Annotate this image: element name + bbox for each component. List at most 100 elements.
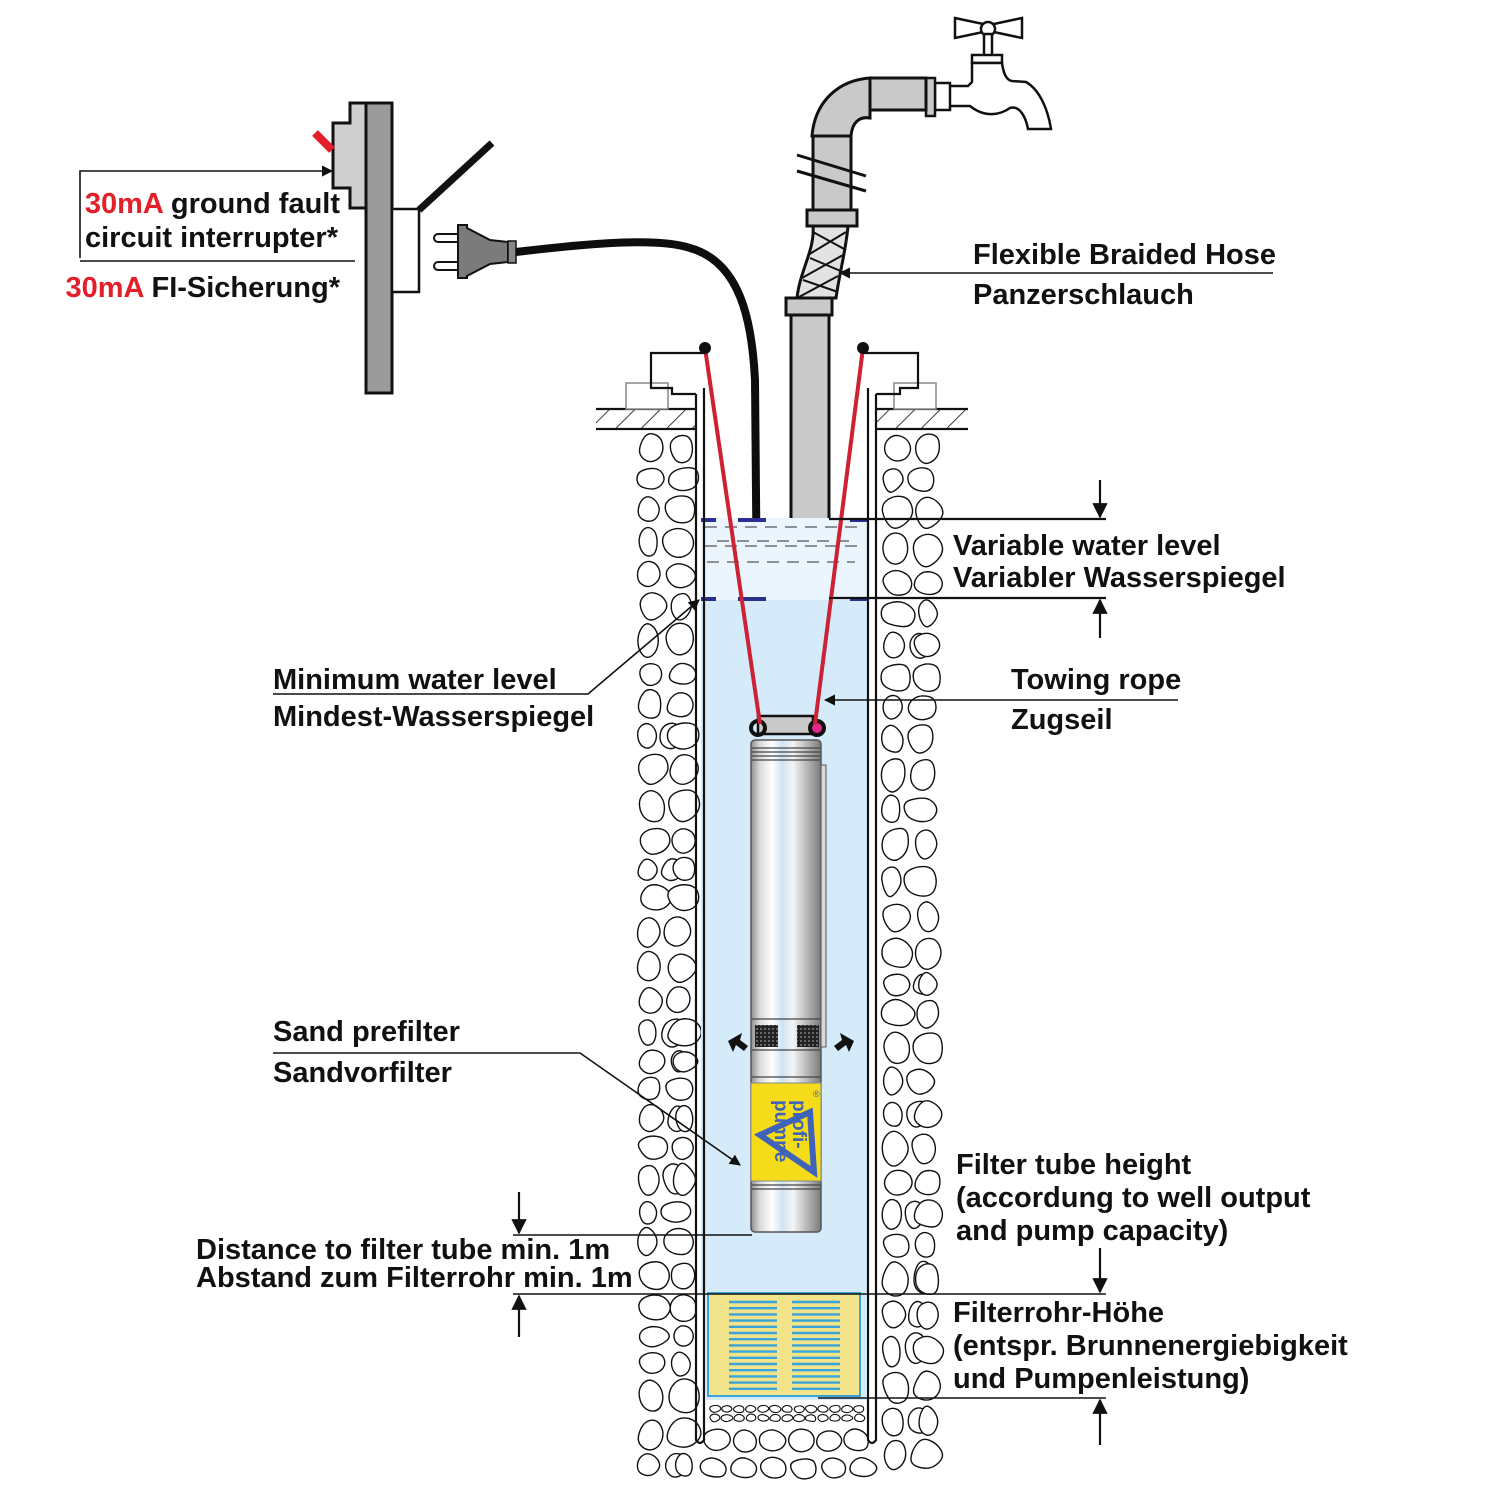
- gravel-stone: [882, 468, 904, 493]
- gravel-stone: [672, 1162, 697, 1197]
- gravel-stone: [672, 1051, 699, 1073]
- gravel-stone: [665, 563, 697, 589]
- gravel-stone: [665, 1077, 694, 1101]
- gravel-stone: [638, 1379, 664, 1412]
- well-casing: [694, 388, 878, 1445]
- gravel-stone: [881, 937, 914, 969]
- gravel-stone: [880, 998, 916, 1027]
- rope-anchor-left: [699, 342, 711, 354]
- gravel-stone: [883, 1169, 913, 1196]
- gravel-stone: [661, 527, 695, 559]
- gravel-bottom: [699, 1404, 878, 1480]
- socket-cover-flap: [416, 140, 495, 213]
- gravel-stone: [903, 797, 938, 823]
- gravel-stone: [638, 1103, 665, 1133]
- gravel-stone: [912, 663, 941, 693]
- gravel-stone: [669, 1294, 697, 1323]
- gravel-stone: [663, 1227, 695, 1256]
- gravel-stone: [669, 434, 694, 464]
- gravel-stone: [883, 1439, 907, 1471]
- gravel-stone: [672, 856, 696, 881]
- gravel-stone: [670, 1351, 691, 1377]
- distance-callout: Distance to filter tube min. 1m Abstand …: [196, 1192, 1106, 1337]
- gravel-stone: [881, 1300, 907, 1329]
- gravel-stone: [914, 1169, 941, 1196]
- gravel-stone: [709, 1404, 722, 1413]
- gravel-stone: [757, 1404, 770, 1413]
- gravel-stone: [636, 1453, 661, 1477]
- filter-tube-height-callout: Filter tube height (accordung to well ou…: [818, 1149, 1348, 1445]
- filter-tube-label-de-1: Filterrohr-Höhe: [953, 1297, 1164, 1329]
- gravel-stone: [911, 1133, 937, 1165]
- power-cable: [515, 238, 762, 721]
- gravel-stone: [853, 1413, 866, 1423]
- gravel-stone: [666, 692, 694, 718]
- variable-level-label-en: Variable water level: [953, 530, 1221, 562]
- gravel-stone: [882, 973, 911, 997]
- filter-tube-label-de-2: (entspr. Brunnenergiebigkeit: [953, 1330, 1348, 1362]
- gravel-stone: [849, 1456, 878, 1478]
- gravel-stone: [907, 724, 934, 754]
- gravel-stone: [913, 632, 941, 658]
- submersible-pump: profi- pumpe ®: [749, 714, 827, 1233]
- wall-panel: [364, 101, 394, 395]
- gravel-stone: [916, 1301, 939, 1330]
- gravel-stone: [917, 599, 939, 628]
- gfci-callout: 30mA ground fault circuit interrupter* 3…: [66, 165, 355, 304]
- gravel-stone: [881, 827, 910, 862]
- gravel-stone: [914, 937, 942, 970]
- gravel-stone: [668, 1378, 700, 1414]
- sand-prefilter-label-en: Sand prefilter: [273, 1016, 460, 1048]
- gravel-stone: [882, 532, 909, 565]
- gravel-stone: [637, 623, 659, 659]
- gravel-stone: [670, 1262, 696, 1290]
- gravel-stone: [667, 953, 698, 984]
- gravel-stone: [667, 1018, 703, 1047]
- gravel-stone: [882, 1101, 903, 1127]
- gravel-stone: [667, 884, 700, 912]
- gravel-stone: [639, 827, 671, 855]
- gravel-stone: [660, 1201, 692, 1223]
- gravel-stone: [709, 1413, 721, 1423]
- gravel-stone: [640, 884, 672, 911]
- gravel-stone: [881, 1130, 909, 1167]
- variable-water-zone: [701, 518, 869, 600]
- gravel-stone: [670, 592, 693, 621]
- gravel-stone: [674, 1452, 693, 1477]
- gravel-stone: [817, 1414, 829, 1423]
- gravel-left: [636, 432, 703, 1478]
- gravel-stone: [909, 758, 936, 791]
- minimum-level-label-en: Minimum water level: [273, 664, 557, 696]
- gravel-stone: [768, 1404, 782, 1414]
- gravel-stone: [787, 1428, 815, 1453]
- gravel-stone: [636, 950, 661, 982]
- gravel-stone: [841, 1414, 854, 1422]
- gravel-stone: [665, 986, 691, 1014]
- gravel-stone: [881, 1261, 909, 1297]
- gravel-stone: [882, 1233, 910, 1258]
- gravel-stone: [758, 1429, 787, 1452]
- ground-surface: [596, 407, 968, 431]
- variable-level-callout: Variable water level Variabler Wasserspi…: [829, 480, 1286, 638]
- gravel-stone: [636, 560, 661, 588]
- gravel-stone: [638, 1325, 670, 1348]
- gravel-stone: [636, 917, 661, 948]
- filter-tube-label-de-3: und Pumpenleistung): [953, 1363, 1249, 1395]
- intake-arrow-left-icon: [728, 1033, 748, 1052]
- filter-tube: [705, 1292, 867, 1400]
- sand-prefilter-callout: Sand prefilter Sandvorfilter: [273, 1016, 741, 1166]
- distance-label-en: Distance to filter tube min. 1m: [196, 1234, 610, 1266]
- intake-grille-left: [755, 1025, 778, 1047]
- gravel-stone: [639, 663, 663, 687]
- gravel-stone: [882, 1066, 904, 1096]
- gravel-stone: [671, 1136, 694, 1161]
- gravel-stone: [638, 1294, 671, 1321]
- hose-label-en: Flexible Braided Hose: [973, 239, 1276, 271]
- gravel-stone: [914, 433, 941, 465]
- variable-level-label-de: Variabler Wasserspiegel: [953, 562, 1286, 594]
- gravel-stone: [914, 1231, 936, 1258]
- gravel-stone: [733, 1405, 745, 1414]
- gravel-stone: [829, 1413, 841, 1422]
- gravel-stone: [699, 1457, 727, 1478]
- gravel-stone: [637, 753, 669, 786]
